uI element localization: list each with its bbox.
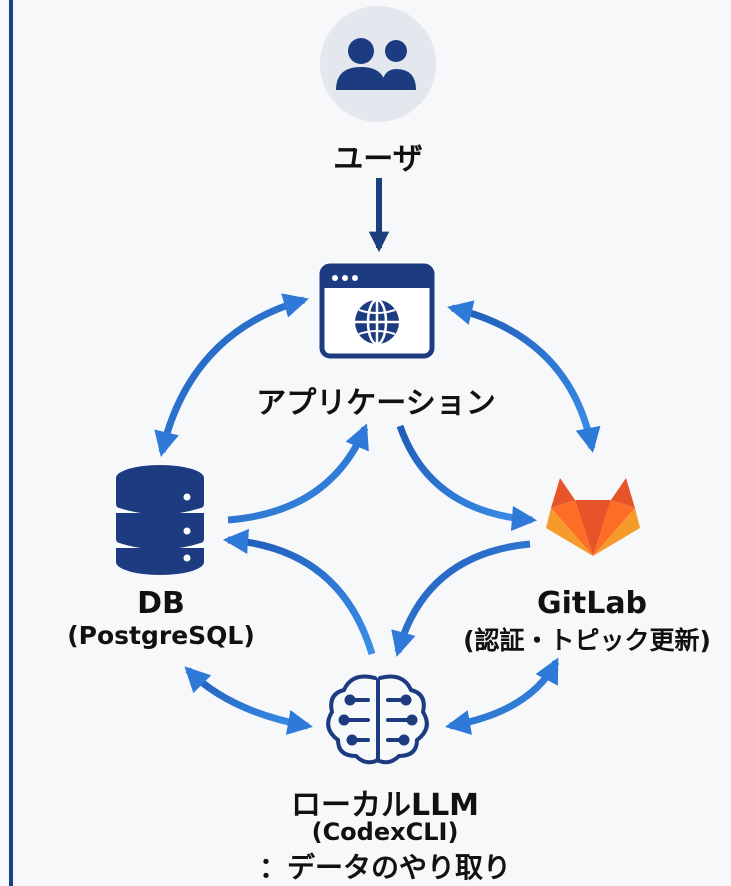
arrow-llm-to-db — [222, 528, 376, 656]
db-subtitle: (PostgreSQL) — [67, 621, 255, 650]
arrow-app-to-gitlab — [396, 424, 538, 531]
gitlab-fox-icon — [546, 478, 640, 556]
db-title: DB — [137, 586, 185, 621]
llm-subtitle: (CodexCLI) — [311, 818, 459, 846]
arrow-app-db — [154, 293, 309, 457]
gitlab-subtitle: (認証・トピック更新) — [463, 626, 711, 655]
user-label: ユーザ — [333, 142, 423, 177]
arrow-db-llm — [184, 666, 313, 735]
database-icon — [115, 465, 205, 575]
arrow-app-gitlab — [447, 300, 601, 453]
llm-title: ローカルLLM — [290, 788, 480, 823]
arrow-gitlab-llm — [445, 657, 560, 735]
browser-globe-icon — [319, 263, 435, 359]
gitlab-title: GitLab — [536, 586, 648, 621]
arrow-db-to-app — [227, 423, 369, 524]
brain-circuit-icon — [326, 674, 429, 765]
application-label: アプリケーション — [256, 386, 496, 421]
arrow-gitlab-to-llm — [391, 540, 531, 657]
llm-note: ：データのやり取り — [258, 851, 512, 884]
left-border-bar — [9, 0, 13, 886]
users-icon — [320, 6, 436, 122]
